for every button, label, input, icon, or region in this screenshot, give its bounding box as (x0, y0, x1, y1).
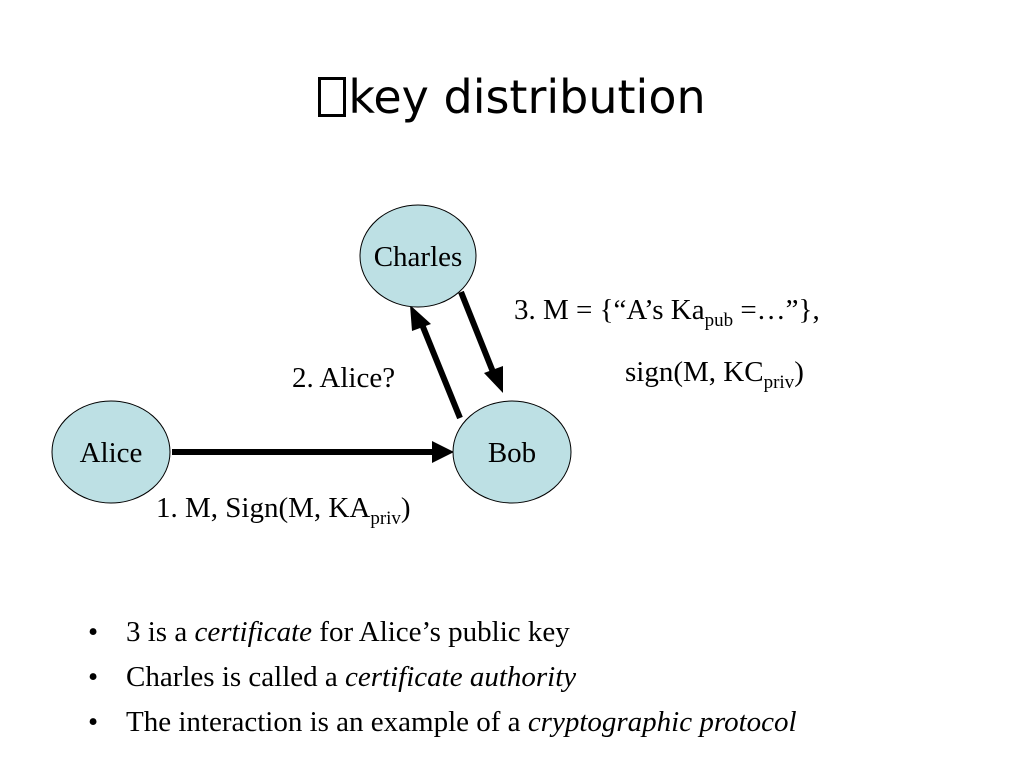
bullet-dot: • (88, 706, 99, 738)
step3-label-line2: sign(M, KCpriv) (625, 356, 804, 393)
bullet-list: • 3 is a certificate for Alice’s public k… (88, 610, 797, 745)
step1-tail: ) (400, 492, 411, 524)
step3a-tail: =…”}, (733, 294, 820, 326)
bullet-emphasis: certificate authority (345, 661, 577, 693)
missing-glyph-box (318, 77, 347, 117)
node-alice-label: Alice (80, 437, 143, 469)
step2-label: 2. Alice? (292, 364, 395, 393)
bullet-item: • Charles is called a certificate authori… (88, 655, 797, 700)
bullet-text: Charles is called a (126, 661, 346, 693)
bullet-dot: • (88, 661, 99, 693)
step3a-text: 3. M = {“A’s Ka (514, 294, 705, 326)
arrow-charles-to-bob-head (484, 366, 503, 393)
node-charles: Charles (359, 204, 477, 308)
step3a-sub: pub (704, 310, 734, 331)
step2-text: 2. Alice? (292, 362, 396, 394)
step1-sub: priv (370, 508, 401, 529)
bullet-item: • The interaction is an example of a cryp… (88, 700, 797, 745)
bullet-emphasis: cryptographic protocol (527, 706, 797, 738)
arrow-alice-to-bob-head (432, 441, 454, 463)
step3-label-line1: 3. M = {“A’s Kapub =…”}, (514, 294, 820, 331)
bullet-dot: • (88, 616, 99, 648)
bullet-text: The interaction is an example of a (126, 706, 528, 738)
bullet-text: for Alice’s public key (312, 616, 570, 648)
step1-label: 1. M, Sign(M, KApriv) (156, 492, 411, 529)
step3b-tail: ) (794, 356, 804, 388)
step3b-sub: priv (763, 372, 795, 393)
node-alice: Alice (51, 400, 171, 504)
bullet-emphasis: certificate (194, 616, 313, 648)
page-title: key distribution (0, 70, 1024, 124)
node-bob: Bob (452, 400, 572, 504)
bullet-item: • 3 is a certificate for Alice’s public k… (88, 610, 797, 655)
step1-text: 1. M, Sign(M, KA (156, 492, 371, 524)
arrow-charles-to-bob (458, 290, 498, 379)
node-charles-label: Charles (374, 241, 463, 273)
step3b-text: sign(M, KC (625, 356, 764, 388)
node-bob-label: Bob (488, 437, 536, 469)
bullet-text: 3 is a (126, 616, 195, 648)
page-title-text: key distribution (348, 70, 706, 124)
arrow-bob-to-charles-head (410, 305, 431, 331)
arrow-bob-to-charles (418, 320, 463, 420)
